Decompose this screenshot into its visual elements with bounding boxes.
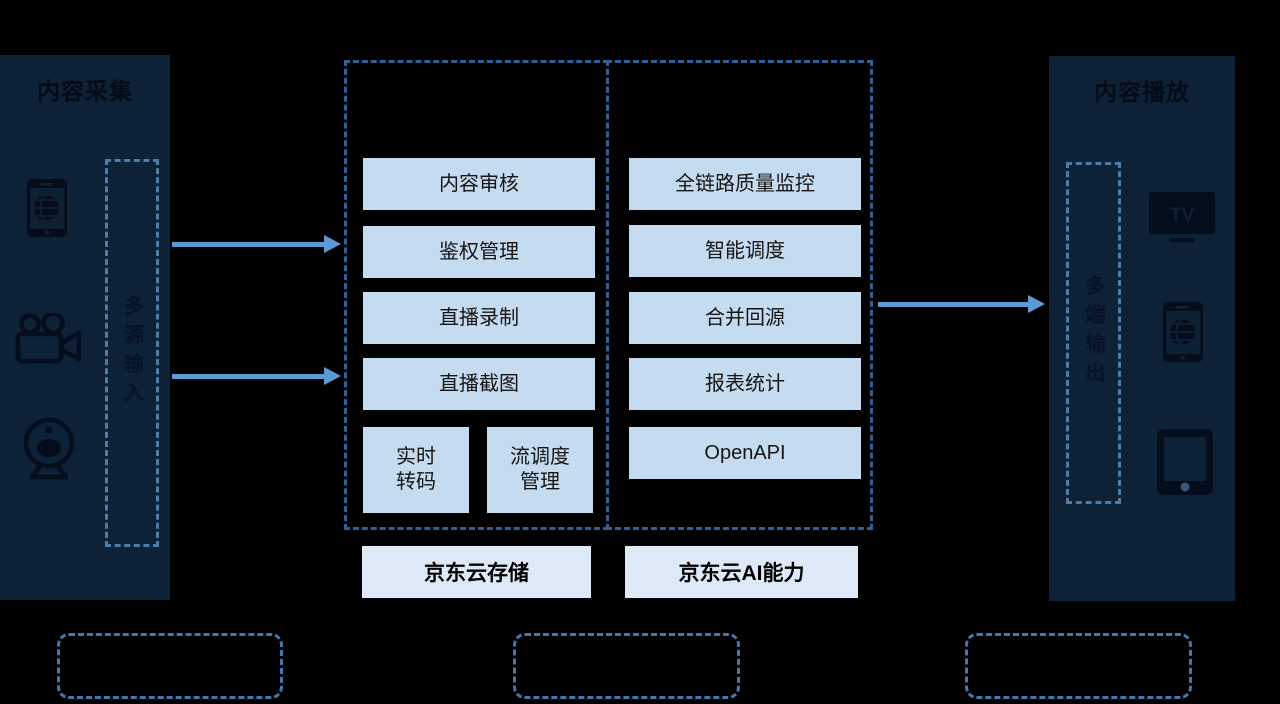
content-collection-panel: 内容采集 [0,55,170,600]
module-merge-back-to-source: 合并回源 [629,292,861,344]
module-openapi: OpenAPI [629,427,861,479]
jd-cloud-ai-bar: 京东云AI能力 [625,546,858,598]
tv-label: TV [1170,205,1195,226]
content-collection-title: 内容采集 [37,78,133,104]
tablet-icon [1157,429,1213,500]
multi-end-output-box: 多端输出 [1066,162,1121,504]
flow-arrow-top [172,235,341,253]
module-live-recording: 直播录制 [363,292,595,344]
module-line: 实时 [396,446,436,468]
content-playback-panel: 内容播放 多端输出 TV [1049,56,1235,601]
flow-arrow-output [878,295,1045,313]
multi-source-input-label: 多源输入 [120,295,143,411]
bottom-placeholder-box-center [513,633,740,699]
smartphone-globe-icon [27,179,67,242]
module-fulllink-quality-monitor: 全链路质量监控 [629,158,861,210]
module-live-screenshot: 直播截图 [363,358,595,410]
module-auth-management: 鉴权管理 [363,226,595,278]
module-line: 流调度 [510,446,570,468]
platform-service-group-box: 全链路质量监控 智能调度 合并回源 报表统计 OpenAPI [606,60,873,530]
bottom-placeholder-box-right [965,633,1192,699]
module-line: 转码 [396,471,436,493]
live-service-group-box: 内容审核 鉴权管理 直播录制 直播截图 实时 转码 流调度 管理 [344,60,609,530]
tv-icon: TV [1149,192,1215,247]
webcam-icon [19,417,79,486]
content-playback-title: 内容播放 [1094,79,1190,105]
module-content-review: 内容审核 [363,158,595,210]
jd-cloud-storage-bar: 京东云存储 [362,546,591,598]
module-smart-scheduling: 智能调度 [629,225,861,277]
camcorder-icon [15,311,83,370]
module-report-statistics: 报表统计 [629,358,861,410]
module-line: 管理 [520,471,560,493]
multi-end-output-label: 多端输出 [1082,275,1104,391]
module-stream-scheduling: 流调度 管理 [487,427,593,513]
module-realtime-transcode: 实时 转码 [363,427,469,513]
flow-arrow-bottom [172,367,341,385]
smartphone-globe-icon [1163,302,1203,367]
bottom-placeholder-box-left [57,633,283,699]
multi-source-input-box: 多源输入 [105,159,159,547]
